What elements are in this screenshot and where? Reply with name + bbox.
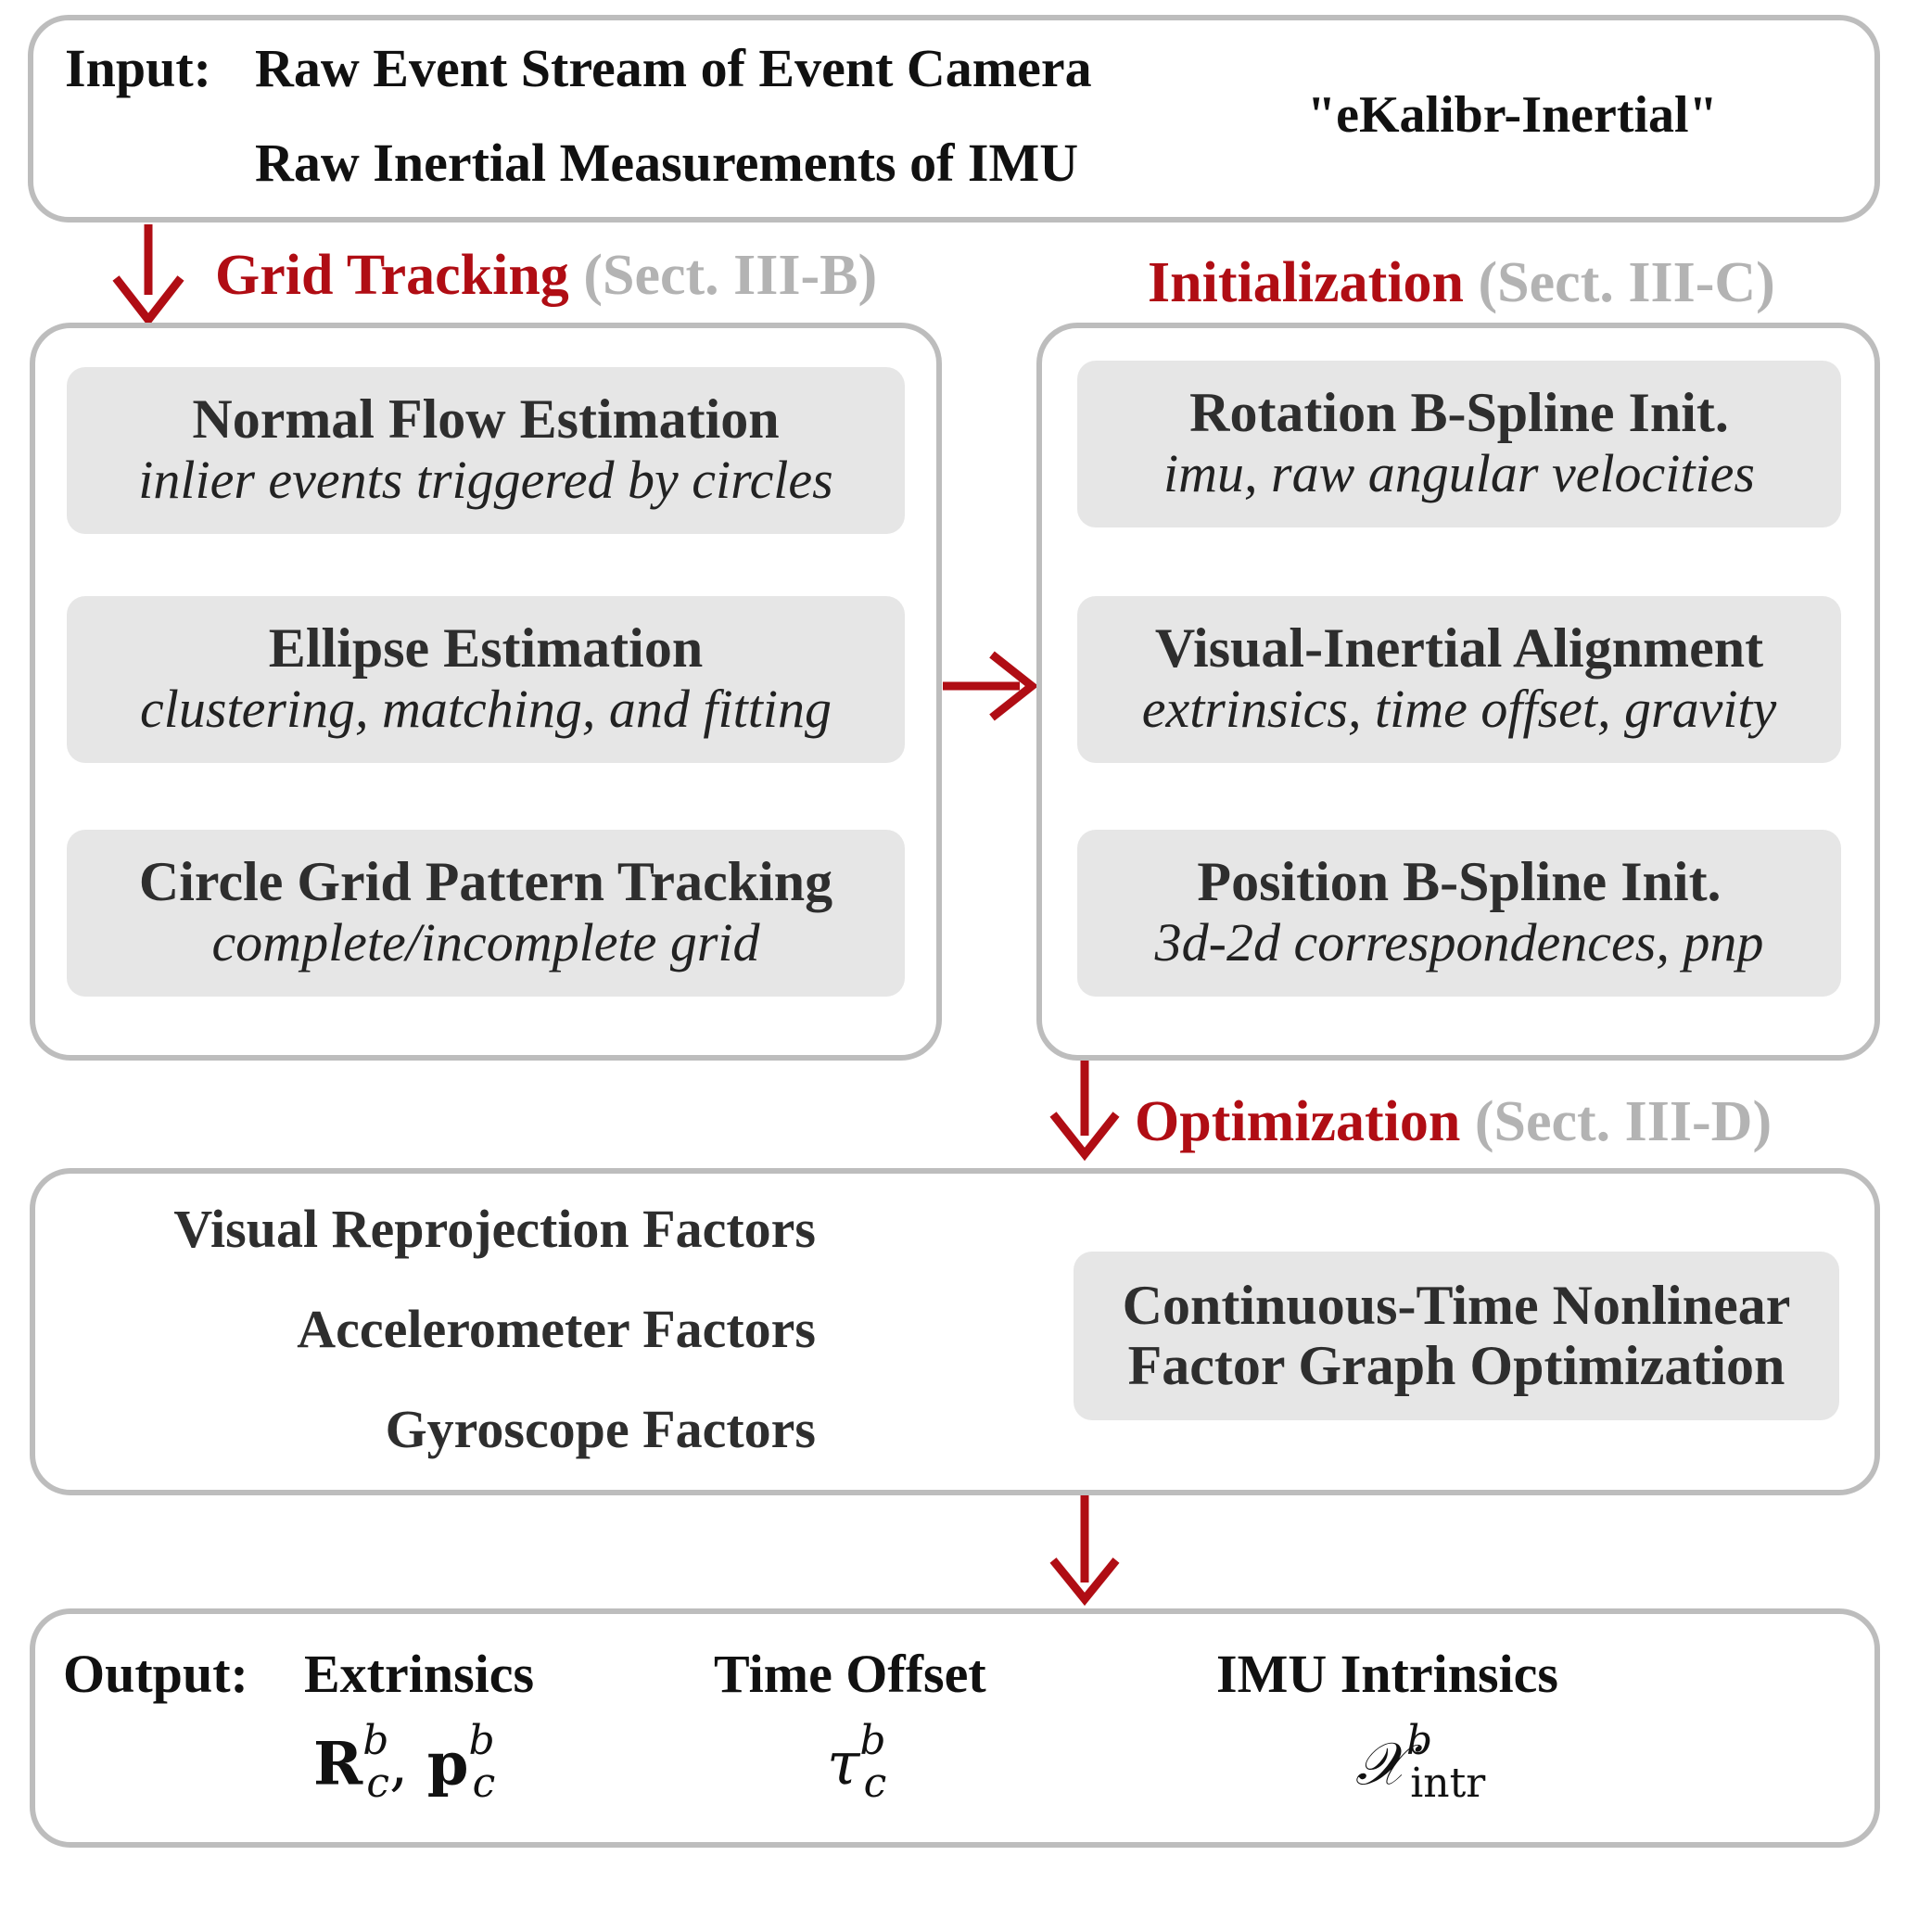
visual-inertial-subtitle: extrinsics, time offset, gravity <box>1141 679 1777 740</box>
input-line-event-stream: Raw Event Stream of Event Camera <box>255 38 1092 98</box>
ellipse-card: Ellipse Estimation clustering, matching,… <box>67 596 905 763</box>
ellipse-subtitle: clustering, matching, and fitting <box>140 679 832 740</box>
position-spline-title: Position B-Spline Init. <box>1197 851 1722 913</box>
normal-flow-subtitle: inlier events triggered by circles <box>138 450 833 511</box>
optimization-title: Optimization <box>1135 1090 1461 1153</box>
factor-gyroscope: Gyroscope Factors <box>385 1399 816 1459</box>
method-name: "eKalibr-Inertial" <box>1307 86 1718 144</box>
position-spline-card: Position B-Spline Init. 3d-2d correspond… <box>1077 830 1841 997</box>
grid-tracking-title: Grid Tracking <box>215 244 569 307</box>
ellipse-title: Ellipse Estimation <box>268 617 704 680</box>
arrow-input-to-grid-tracking <box>112 224 184 327</box>
circle-grid-card: Circle Grid Pattern Tracking complete/in… <box>67 830 905 997</box>
visual-inertial-card: Visual-Inertial Alignment extrinsics, ti… <box>1077 596 1841 763</box>
normal-flow-card: Normal Flow Estimation inlier events tri… <box>67 367 905 534</box>
input-line-inertial: Raw Inertial Measurements of IMU <box>255 133 1079 193</box>
input-panel <box>28 15 1880 222</box>
output-imu-intrinsics-title: IMU Intrinsics <box>1216 1644 1558 1704</box>
visual-inertial-title: Visual-Inertial Alignment <box>1154 617 1764 680</box>
output-imu-intrinsics-symbol: 𝒳bintr <box>1355 1717 1486 1808</box>
circle-grid-subtitle: complete/incomplete grid <box>211 912 760 973</box>
optimization-section: (Sect. III-D) <box>1474 1090 1773 1153</box>
optimization-heading: Optimization (Sect. III-D) <box>1135 1089 1772 1155</box>
arrow-grid-to-initialization <box>943 651 1039 721</box>
output-extrinsics-symbol: Rbc, pbc <box>313 1717 496 1808</box>
factor-accelerometer: Accelerometer Factors <box>297 1299 816 1359</box>
circle-grid-title: Circle Grid Pattern Tracking <box>138 851 833 913</box>
factor-graph-line1: Continuous-Time Nonlinear <box>1122 1275 1791 1337</box>
input-label: Input: <box>65 38 211 98</box>
grid-tracking-heading: Grid Tracking (Sect. III-B) <box>215 243 877 309</box>
factor-graph-line2: Factor Graph Optimization <box>1127 1335 1785 1396</box>
grid-tracking-section: (Sect. III-B) <box>583 244 878 307</box>
output-label: Output: <box>63 1644 248 1704</box>
position-spline-subtitle: 3d-2d correspondences, pnp <box>1154 912 1764 973</box>
rotation-spline-card: Rotation B-Spline Init. imu, raw angular… <box>1077 361 1841 527</box>
output-time-offset-symbol: τbc <box>827 1717 887 1808</box>
output-panel <box>30 1608 1880 1848</box>
rotation-spline-subtitle: imu, raw angular velocities <box>1163 443 1755 504</box>
initialization-title: Initialization <box>1148 251 1465 314</box>
rotation-spline-title: Rotation B-Spline Init. <box>1189 382 1729 444</box>
factor-graph-card: Continuous-Time Nonlinear Factor Graph O… <box>1074 1252 1839 1420</box>
arrow-optimization-to-output <box>1049 1493 1120 1607</box>
arrow-initialization-to-optimization <box>1049 1061 1120 1162</box>
factor-visual-reprojection: Visual Reprojection Factors <box>173 1199 816 1259</box>
initialization-section: (Sect. III-C) <box>1478 251 1775 314</box>
normal-flow-title: Normal Flow Estimation <box>192 388 780 451</box>
output-extrinsics-title: Extrinsics <box>304 1644 535 1704</box>
output-time-offset-title: Time Offset <box>714 1644 986 1704</box>
initialization-heading: Initialization (Sect. III-C) <box>1148 250 1775 316</box>
